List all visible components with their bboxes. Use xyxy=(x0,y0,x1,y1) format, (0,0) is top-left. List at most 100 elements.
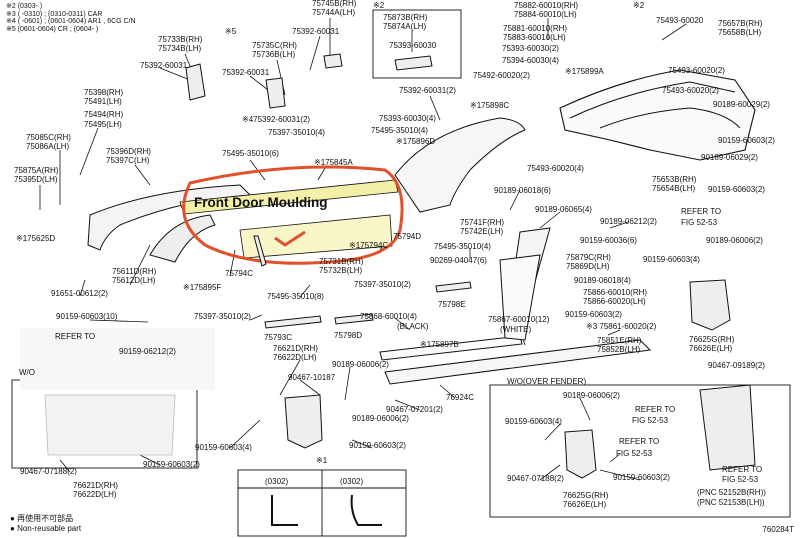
part-label: 75493-60020 xyxy=(656,16,704,25)
part-label: 91651-00612(2) xyxy=(51,289,108,298)
part-label: ※2 xyxy=(633,1,645,10)
part-label: 75735C(RH) xyxy=(252,41,297,50)
part-label: 75734B(LH) xyxy=(158,44,202,53)
part-label: (WHITE) xyxy=(500,325,532,334)
part-label: 75869D(LH) xyxy=(566,262,610,271)
part-label: 75868-60010(4) xyxy=(360,312,417,321)
part-label: 75736B(LH) xyxy=(252,50,296,59)
note-line: ※4 ( -0601) ; (0601-0604) AR1 , 6CG C/N xyxy=(6,18,136,25)
legend: ● 再使用不可部品 ● Non-reusable part xyxy=(10,513,81,533)
part-label: 75398(RH) xyxy=(84,88,124,97)
part-label: REFER TO xyxy=(619,437,660,446)
part-label: 75731B(RH) xyxy=(319,257,364,266)
part-label: 75392-60031 xyxy=(140,61,188,70)
part-label: 75495-35010(6) xyxy=(222,149,279,158)
part-label: 90189-06018(4) xyxy=(574,276,631,285)
part-label: 90159-60036(6) xyxy=(580,236,637,245)
part-label: 90159-60603(2) xyxy=(613,473,670,482)
part-label: 75653B(RH) xyxy=(652,175,697,184)
part-label: 90159-60603(2) xyxy=(143,460,200,469)
part-label: 90189-06006(2) xyxy=(706,236,763,245)
part-label: 90189-06018(6) xyxy=(494,186,551,195)
part-label: 75393-60030(4) xyxy=(379,114,436,123)
header-notes: ※2 (0303- ) ※3 ( -0310) ; (0310-0311) CA… xyxy=(6,3,136,33)
part-label: W/O xyxy=(19,368,35,377)
part-label: 75392-60031(2) xyxy=(399,86,456,95)
part-label: 75086A(LH) xyxy=(26,142,70,151)
part-label: ※175897B xyxy=(420,340,459,349)
part-label: ※3 75861-60020(2) xyxy=(586,322,657,331)
part-label: 75745B(RH) xyxy=(312,0,357,8)
part-label: 75883-60010(LH) xyxy=(503,33,566,42)
figure-number: 760284T xyxy=(762,525,794,534)
part-label: 75742E(LH) xyxy=(460,227,504,236)
part-label: 75492-60020(2) xyxy=(473,71,530,80)
part-label: 75866-60010(RH) xyxy=(583,288,648,297)
part-label: 75397-35010(2) xyxy=(354,280,411,289)
part-label: ※475392-60031(2) xyxy=(242,115,311,124)
legend-row: ● 再使用不可部品 xyxy=(10,513,81,524)
part-label: 75733B(RH) xyxy=(158,35,203,44)
part-label: ※175625D xyxy=(16,234,56,243)
part-label: 90189-60029(2) xyxy=(713,100,770,109)
bullet-icon: ● xyxy=(10,524,15,533)
part-label: REFER TO xyxy=(722,465,763,474)
part-label: ※175898C xyxy=(470,101,510,110)
part-label: 75882-60010(RH) xyxy=(514,1,579,10)
part-label: 75611D(RH) xyxy=(112,267,157,276)
part-label: 90159-06212(2) xyxy=(119,347,176,356)
part-label: 90159-60603(2) xyxy=(565,310,622,319)
part-label: W/O(OVER FENDER) xyxy=(507,377,587,386)
part-label: 75657B(RH) xyxy=(718,19,763,28)
callout-label: Front Door Moulding xyxy=(194,195,328,210)
part-label: 76621D(RH) xyxy=(273,344,318,353)
part-label: 75798E xyxy=(438,300,466,309)
note-line: ※3 ( -0310) ; (0310-0311) CAR xyxy=(6,10,103,18)
note-line: ※5 (0601-0604) CR ; (0604- ) xyxy=(6,25,99,33)
legend-row: ● Non-reusable part xyxy=(10,524,81,533)
part-label: 75493-60020(4) xyxy=(527,164,584,173)
part-label: 90269-04047(6) xyxy=(430,256,487,265)
part-label: FIG 52-53 xyxy=(616,449,653,458)
part-label: 75494(RH) xyxy=(84,110,124,119)
part-label: 75794C xyxy=(225,269,254,278)
part-label: 90159-60603(4) xyxy=(643,255,700,264)
part-label: FIG 52-53 xyxy=(722,475,759,484)
part-label: 75491(LH) xyxy=(84,97,122,106)
part-label: 75495(LH) xyxy=(84,120,122,129)
part-label: 75493-60020(2) xyxy=(668,66,725,75)
part-label: 75085C(RH) xyxy=(26,133,71,142)
part-label: 75495-35010(4) xyxy=(371,126,428,135)
part-label: ※2 xyxy=(373,1,385,10)
part-label: 75493-60020(2) xyxy=(662,86,719,95)
part-label: 75852B(LH) xyxy=(597,345,641,354)
part-label: 75495-35010(8) xyxy=(267,292,324,301)
part-label: 90467-07188(2) xyxy=(20,467,77,476)
part-label: 90189-06006(2) xyxy=(563,391,620,400)
part-label: 75879C(RH) xyxy=(566,253,611,262)
part-label: 90189-06029(2) xyxy=(701,153,758,162)
part-label: ※5 xyxy=(225,27,237,36)
part-label: FIG 52-53 xyxy=(681,218,718,227)
part-label: 75793C xyxy=(264,333,293,342)
part-label: REFER TO xyxy=(55,332,96,341)
part-label: 75851E(RH) xyxy=(597,336,642,345)
part-label: 75393-60030(2) xyxy=(502,44,559,53)
part-label: 75392-60031 xyxy=(292,27,340,36)
part-label: 90189-06212(2) xyxy=(600,217,657,226)
part-label: ※175845A xyxy=(314,158,353,167)
part-label: 75744A(LH) xyxy=(312,8,356,17)
part-label: 75495-35010(4) xyxy=(434,242,491,251)
part-label: 90189-06065(4) xyxy=(535,205,592,214)
part-label: 76625G(RH) xyxy=(689,335,735,344)
part-label: 75741F(RH) xyxy=(460,218,505,227)
part-label: 90159-60603(4) xyxy=(505,417,562,426)
part-label: FIG 52-53 xyxy=(632,416,669,425)
part-label: 90159-60603(2) xyxy=(718,136,775,145)
part-label: ※175899A xyxy=(565,67,604,76)
part-label: REFER TO xyxy=(681,207,722,216)
part-label: 75881-60010(RH) xyxy=(503,24,568,33)
part-label: 90159-60603(2) xyxy=(708,185,765,194)
part-label: 76625G(RH) xyxy=(563,491,609,500)
part-label: 75867-60010(12) xyxy=(488,315,550,324)
